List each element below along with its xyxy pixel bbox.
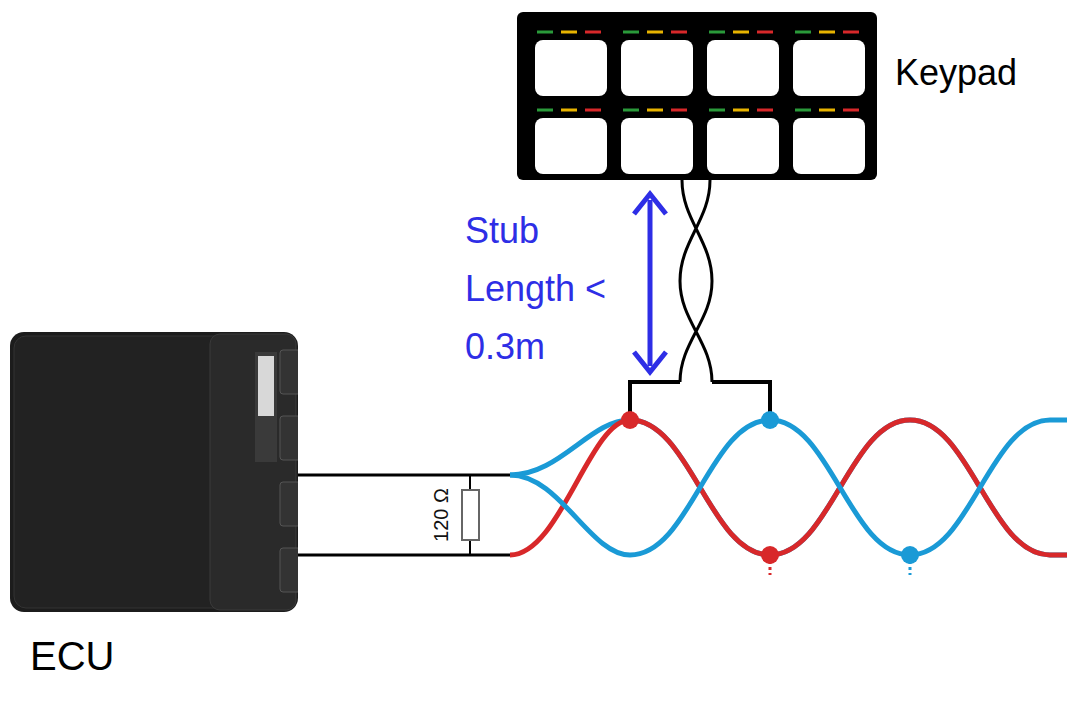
ecu-plug [280,416,298,460]
keypad-button [535,118,607,174]
can-low-wire [510,420,1067,555]
ecu-plug [280,548,298,592]
status-led [647,31,663,34]
keypad-button [535,40,607,96]
junction-dot [761,411,779,429]
keypad-button [621,118,693,174]
status-led [843,31,859,34]
status-led [843,109,859,112]
status-led [733,31,749,34]
can-low-wire [510,420,1067,555]
stub-wire [630,382,680,420]
status-led [709,31,725,34]
status-led [623,109,639,112]
status-led [733,109,749,112]
status-led [671,31,687,34]
status-led [757,109,773,112]
status-led [709,109,725,112]
junction-dot [621,411,639,429]
status-led [671,109,687,112]
resistor-lead [469,540,471,555]
dimension-arrow [648,200,653,366]
keypad-button [621,40,693,96]
keypad-button [793,118,865,174]
status-led [819,31,835,34]
junction-dot [901,546,919,564]
can-high-wire [510,420,1067,555]
arrowhead [634,194,666,214]
ecu-plug [280,350,298,394]
status-led [585,31,601,34]
can-wire-connector [298,180,712,555]
keypad-button [707,40,779,96]
junction-dot [761,546,779,564]
keypad-button [707,118,779,174]
stub-wire [712,382,770,420]
resistor-value: 120 Ω [429,484,453,546]
resistor-lead [469,475,471,490]
status-led [623,31,639,34]
ecu-device: ECU [10,332,298,612]
status-led [795,31,811,34]
ecu-logo-plate [258,356,274,416]
status-led [795,109,811,112]
arrowhead [634,352,666,372]
node-heading: Keypad [895,52,1017,94]
status-led [757,31,773,34]
status-led [647,109,663,112]
stub-length-label: Stub Length < 0.3m [465,202,615,376]
status-led [537,109,553,112]
ecu-plug [280,482,298,526]
ecu-badge [255,352,277,462]
status-led [537,31,553,34]
node-heading: ECU [30,634,114,679]
keypad-face [517,12,877,180]
keypad-device: Keypad [517,12,877,180]
status-led [585,109,601,112]
status-led [561,109,577,112]
ecu-housing [10,332,298,612]
status-led [819,109,835,112]
status-led [561,31,577,34]
resistor-symbol [462,490,479,540]
keypad-button [793,40,865,96]
